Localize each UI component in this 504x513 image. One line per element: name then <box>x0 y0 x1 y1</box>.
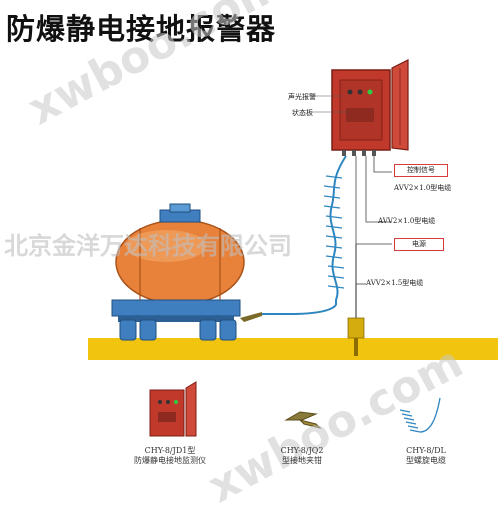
label-control-signal: 控制信号 <box>407 166 435 174</box>
product-name: 防爆静电接地监测仪 <box>134 456 206 465</box>
label-audible-visual-alarm: 声光报警 <box>288 93 316 101</box>
product-cable-image <box>399 397 441 433</box>
power-box: 电源 <box>394 238 444 251</box>
indicator-light <box>347 89 353 95</box>
label-status-panel: 状态板 <box>292 109 313 117</box>
ground-floor <box>88 338 498 360</box>
product-model: CHY-8/JD1型 <box>144 446 196 455</box>
label-power: 电源 <box>412 240 426 248</box>
product-model: CHY-8/DL <box>406 446 446 455</box>
product-monitor-image <box>149 381 197 437</box>
product-caption-cable: CHY-8/DL 型螺旋电缆 <box>386 446 466 466</box>
label-cable-1-0-mid: AVV2×1.0型电缆 <box>378 217 436 225</box>
product-clamp-image <box>284 411 322 429</box>
label-cable-1-0-top: AVV2×1.0型电缆 <box>394 184 452 192</box>
grounding-diagram <box>88 59 498 437</box>
cable-coil-turns <box>323 175 345 289</box>
label-cable-1-5: AVV2×1.5型电缆 <box>366 279 424 287</box>
product-name: 型螺旋电缆 <box>406 456 446 465</box>
product-caption-monitor: CHY-8/JD1型 防爆静电接地监测仪 <box>120 446 220 466</box>
control-signal-box: 控制信号 <box>394 164 448 177</box>
page-title: 防爆静电接地报警器 <box>6 12 277 46</box>
product-caption-clamp: CHY-8/JQ2 型接地夹钳 <box>262 446 342 466</box>
product-name: 型接地夹钳 <box>282 456 322 465</box>
coiled-cable <box>262 155 347 315</box>
product-model: CHY-8/JQ2 <box>280 446 324 455</box>
indicator-light <box>367 89 373 95</box>
grounding-clamp <box>240 312 262 322</box>
tanker-truck <box>111 203 245 341</box>
indicator-light <box>357 89 363 95</box>
alarm-enclosure <box>331 59 409 156</box>
status-board <box>346 108 374 122</box>
